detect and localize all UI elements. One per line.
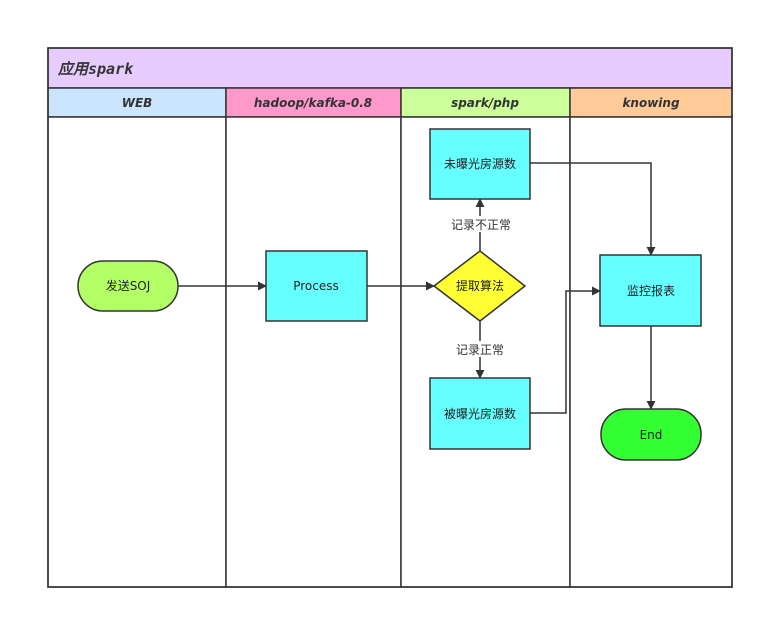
node-end-label: End: [640, 428, 663, 442]
node-decision[interactable]: 提取算法: [432, 250, 527, 322]
edge-unexposed-to-report: [530, 162, 656, 256]
node-exposed[interactable]: 被曝光房源数: [429, 377, 531, 450]
node-decision-label: 提取算法: [456, 278, 504, 293]
node-decision-shape: [432, 250, 527, 322]
node-end-shape: [600, 408, 702, 461]
node-start-shape: [77, 260, 179, 312]
lane-title-web: WEB: [122, 96, 153, 110]
node-process-shape: [265, 250, 368, 322]
lane-hadoop: hadoop/kafka-0.8: [225, 87, 402, 588]
node-end[interactable]: End: [600, 408, 702, 461]
lane-title-knowing: knowing: [622, 96, 680, 110]
node-process-label: Process: [293, 279, 339, 293]
node-start[interactable]: 发送SOJ: [77, 260, 179, 312]
lane-body-web: [47, 116, 227, 588]
pool-header: [47, 47, 733, 89]
edge-label-normal: 记录正常: [456, 343, 504, 357]
lane-body-hadoop: [225, 116, 402, 588]
edge-label-bg-normal: [452, 341, 508, 357]
lane-header-hadoop: [225, 87, 402, 118]
node-exposed-label: 被曝光房源数: [444, 406, 516, 421]
pool-title: 应用spark: [57, 60, 134, 78]
lane-title-hadoop: hadoop/kafka-0.8: [254, 96, 372, 110]
node-unexposed-label: 未曝光房源数: [444, 156, 516, 171]
node-exposed-shape: [429, 377, 531, 450]
node-report-label: 监控报表: [627, 283, 675, 298]
pool-border: [47, 47, 733, 588]
node-unexposed-shape: [429, 128, 531, 200]
edge-label-abnormal: 记录不正常: [451, 218, 511, 232]
node-report[interactable]: 监控报表: [599, 254, 702, 327]
node-unexposed[interactable]: 未曝光房源数: [429, 128, 531, 200]
node-process[interactable]: Process: [265, 250, 368, 322]
lane-title-spark: spark/php: [451, 96, 519, 110]
edge-exposed-to-report: [530, 286, 601, 414]
node-report-shape: [599, 254, 702, 327]
lane-web: WEB: [47, 87, 227, 588]
edges: 记录不正常 记录正常: [178, 162, 656, 414]
edge-label-bg-abnormal: [446, 216, 516, 232]
node-start-label: 发送SOJ: [106, 278, 151, 293]
